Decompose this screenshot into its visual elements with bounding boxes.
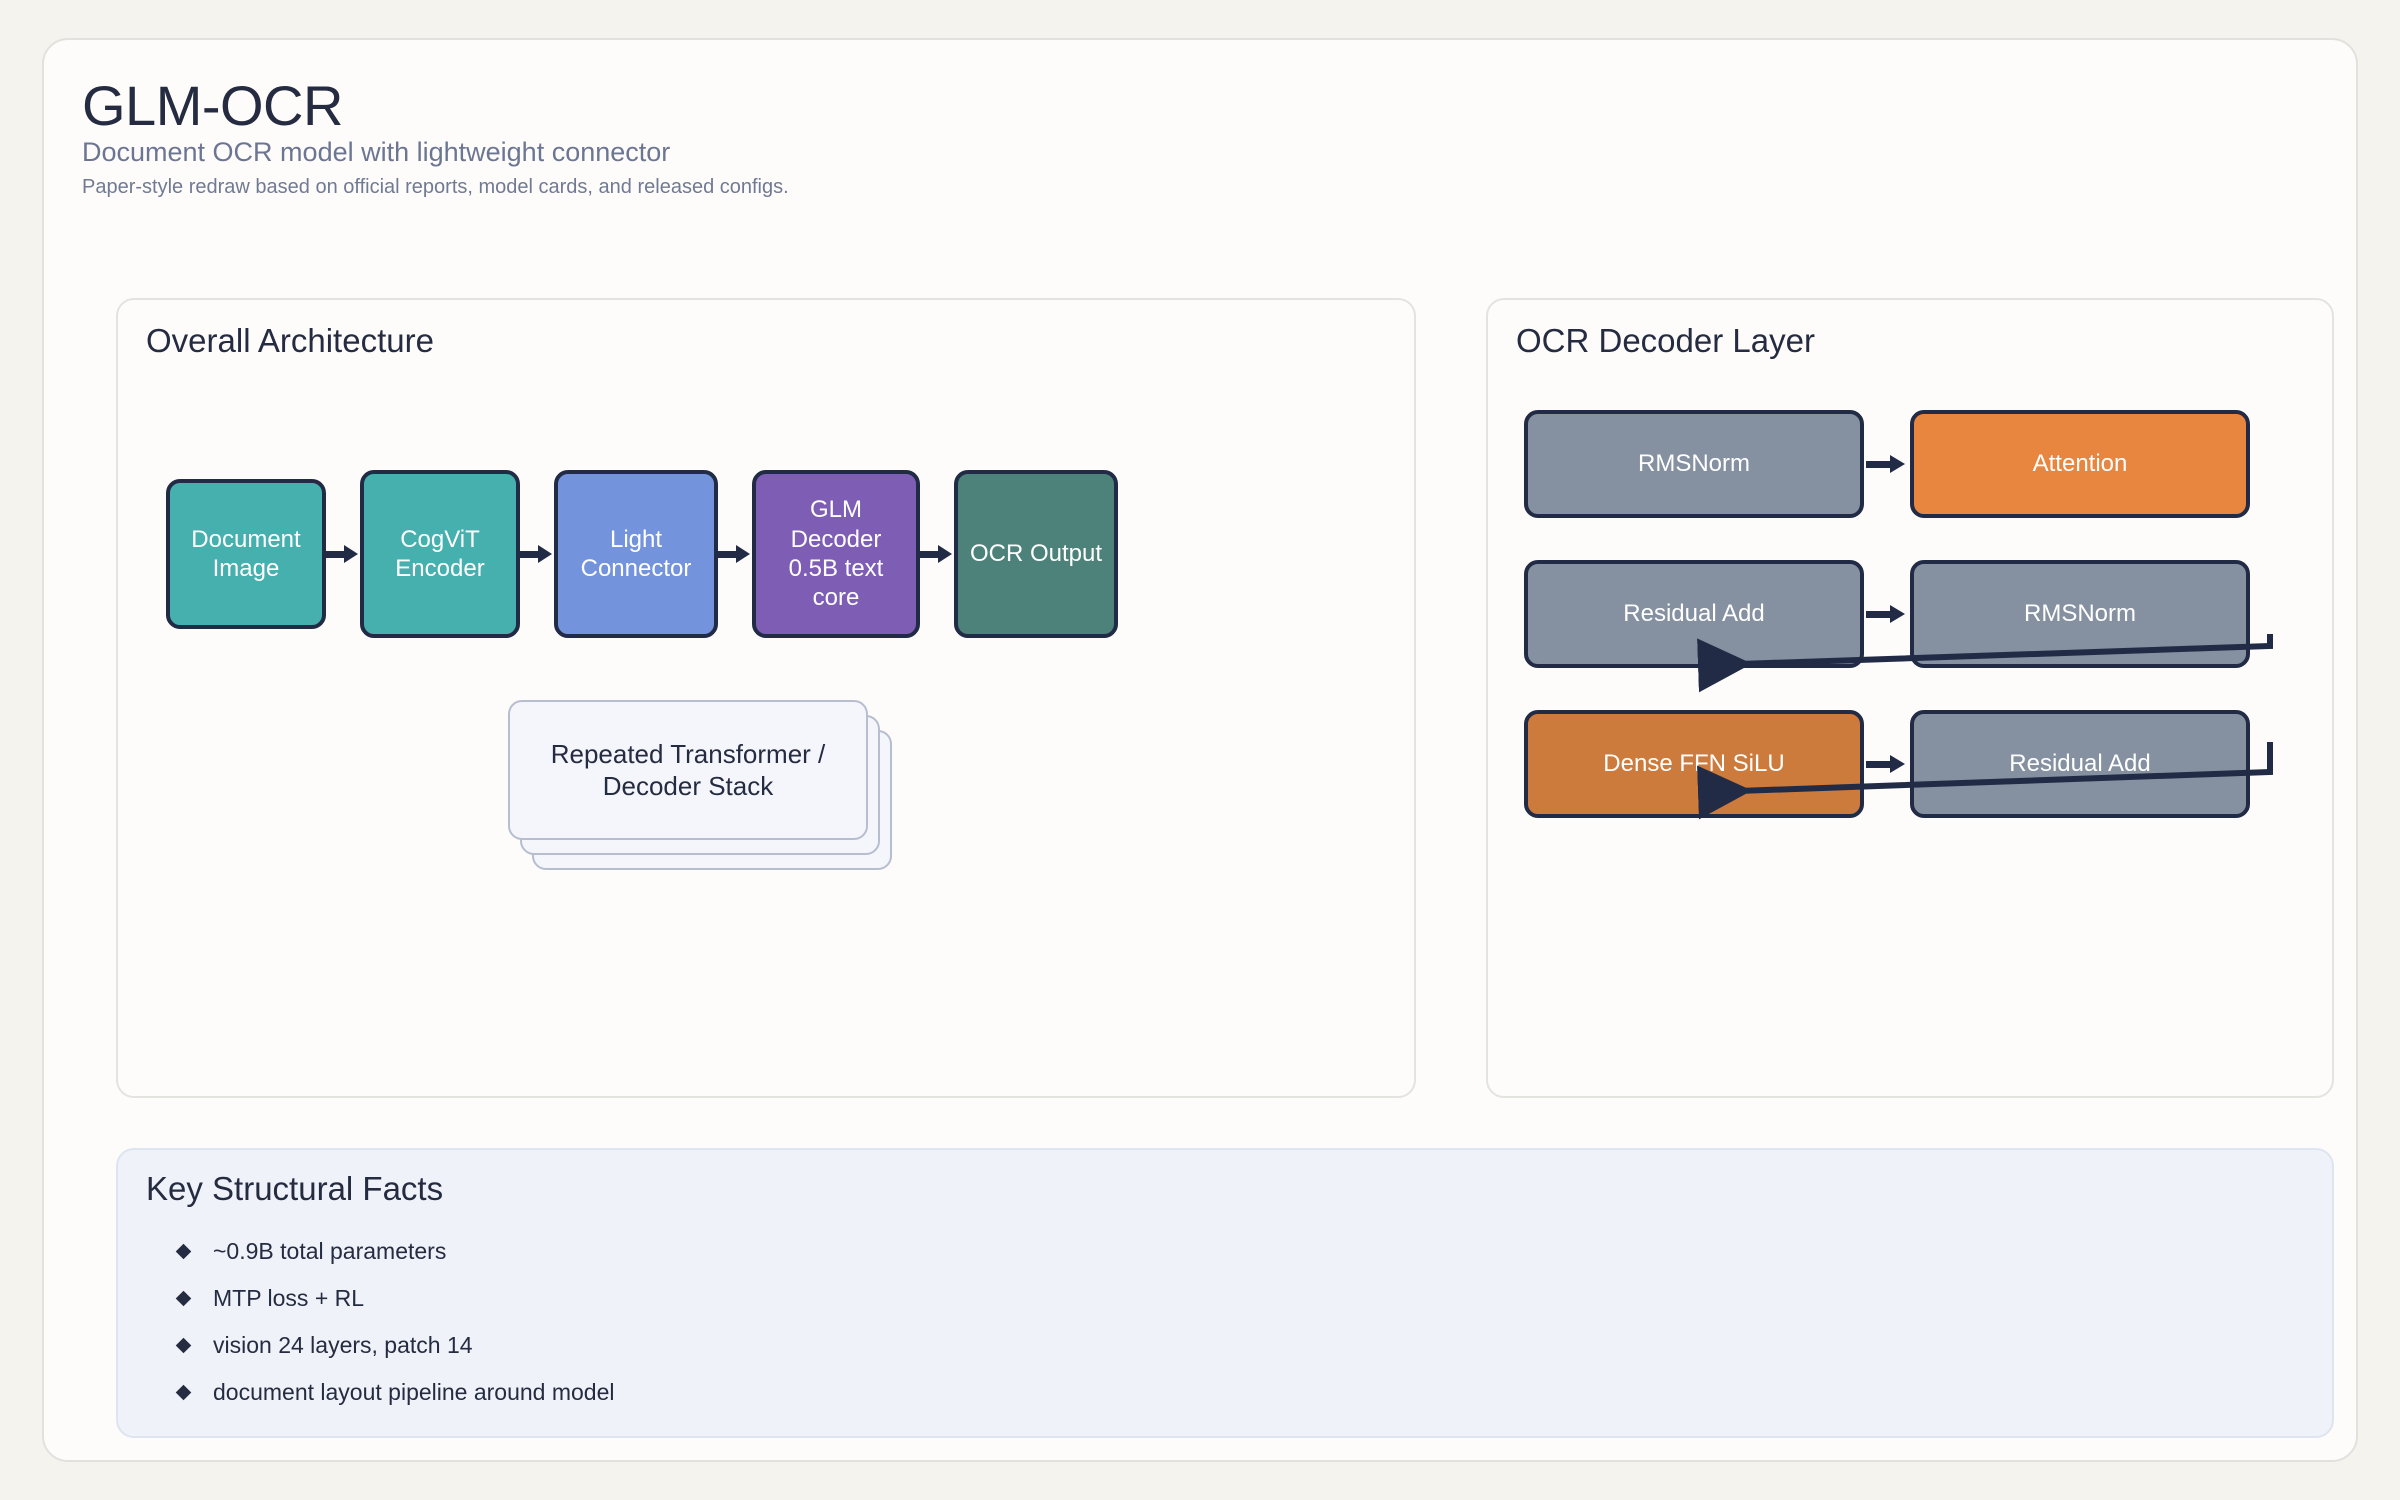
page-subnote: Paper-style redraw based on official rep… <box>82 175 789 198</box>
page-subtitle: Document OCR model with lightweight conn… <box>82 137 671 167</box>
facts-title: Key Structural Facts <box>146 1170 444 1207</box>
page-header: GLM-OCR Document OCR model with lightwei… <box>82 78 789 198</box>
decoder-node-2-1[interactable]: Residual Add <box>1524 560 1864 668</box>
fact-label: MTP loss + RL <box>213 1285 365 1311</box>
fact-item: ~0.9B total parameters <box>175 1238 615 1265</box>
decoder-arrow-2 <box>1864 603 1910 625</box>
decoder-row-1: RMSNorm Attention <box>1524 410 2250 518</box>
diamond-bullet-icon <box>175 1384 192 1401</box>
page-card: GLM-OCR Document OCR model with lightwei… <box>42 38 2358 1462</box>
fact-item: vision 24 layers, patch 14 <box>175 1332 615 1359</box>
panel-title-overall-architecture: Overall Architecture <box>146 322 434 359</box>
diamond-bullet-icon <box>175 1243 192 1260</box>
repeated-stack: Repeated Transformer /Decoder Stack <box>508 700 908 890</box>
decoder-row-3: Dense FFN SiLU Residual Add <box>1524 710 2250 818</box>
decoder-node-1-1[interactable]: RMSNorm <box>1524 410 1864 518</box>
decoder-node-3-1[interactable]: Dense FFN SiLU <box>1524 710 1864 818</box>
fact-item: MTP loss + RL <box>175 1285 615 1312</box>
decoder-node-3-2[interactable]: Residual Add <box>1910 710 2250 818</box>
diamond-bullet-icon <box>175 1337 192 1354</box>
decoder-arrow-1 <box>1864 453 1910 475</box>
fact-label: document layout pipeline around model <box>213 1379 615 1405</box>
stack-card-front: Repeated Transformer /Decoder Stack <box>508 700 868 840</box>
decoder-node-1-2[interactable]: Attention <box>1910 410 2250 518</box>
pipeline-arrow-4 <box>920 543 954 565</box>
pipeline-node-5[interactable]: OCR Output <box>954 470 1118 638</box>
pipeline-arrow-1 <box>326 543 360 565</box>
pipeline-arrow-2 <box>520 543 554 565</box>
panel-title-ocr-decoder-layer: OCR Decoder Layer <box>1516 322 1815 359</box>
fact-label: vision 24 layers, patch 14 <box>213 1332 473 1358</box>
pipeline-arrow-3 <box>718 543 752 565</box>
decoder-row-2: Residual Add RMSNorm <box>1524 560 2250 668</box>
page-title: GLM-OCR <box>82 74 343 137</box>
decoder-node-2-2[interactable]: RMSNorm <box>1910 560 2250 668</box>
decoder-arrow-3 <box>1864 753 1910 775</box>
fact-label: ~0.9B total parameters <box>213 1238 447 1264</box>
diamond-bullet-icon <box>175 1290 192 1307</box>
fact-item: document layout pipeline around model <box>175 1379 615 1406</box>
panel-key-structural-facts: Key Structural Facts ~0.9B total paramet… <box>116 1148 2334 1438</box>
